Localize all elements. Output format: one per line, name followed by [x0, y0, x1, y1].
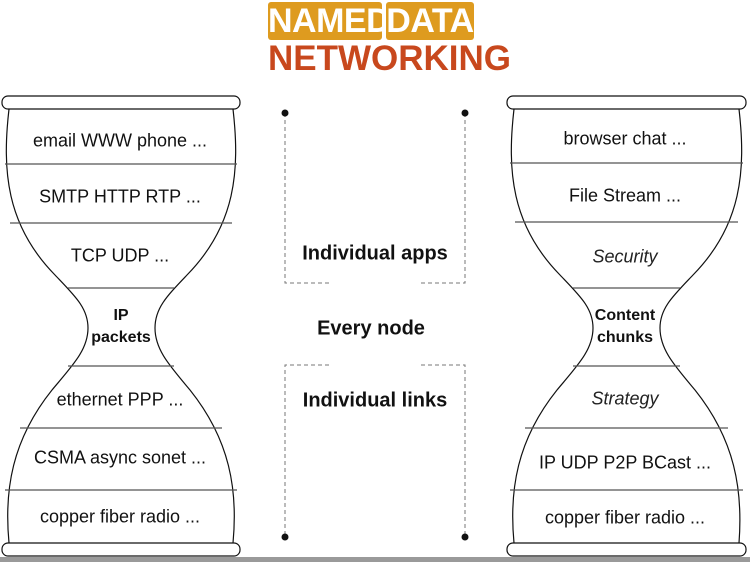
apps-bracket [284, 114, 466, 284]
right-waist-line1: Content [594, 307, 656, 324]
right-layer-app-protocols: File Stream ... [568, 185, 682, 206]
left-layer-waist: IP packets [91, 305, 151, 349]
left-waist-line2: packets [91, 329, 151, 346]
left-waist-line1: IP [113, 307, 129, 324]
links-bracket [284, 364, 466, 537]
right-layer-applications: browser chat ... [563, 128, 687, 149]
bracket-endpoints [281, 109, 469, 541]
logo-named: NAMED [268, 2, 391, 40]
individual-apps-label: Individual apps [302, 242, 448, 265]
left-layer-mac: CSMA async sonet ... [33, 447, 207, 468]
bottom-border [0, 557, 750, 562]
left-layer-link: ethernet PPP ... [56, 389, 184, 410]
right-hourglass-shape [506, 95, 747, 557]
right-layer-physical: copper fiber radio ... [544, 507, 706, 528]
individual-links-label: Individual links [302, 389, 448, 412]
left-hourglass-dividers [5, 163, 237, 491]
left-hourglass-shape [1, 95, 241, 557]
right-layer-security: Security [592, 246, 658, 267]
every-node-label: Every node [317, 317, 425, 340]
right-layer-strategy: Strategy [591, 388, 659, 409]
left-layer-transport: TCP UDP ... [70, 245, 170, 266]
left-layer-physical: copper fiber radio ... [39, 506, 201, 527]
right-layer-waist: Content chunks [595, 305, 655, 349]
right-layer-transport: IP UDP P2P BCast ... [538, 452, 712, 473]
logo-networking: NETWORKING [268, 39, 512, 78]
left-layer-app-protocols: SMTP HTTP RTP ... [39, 186, 201, 207]
right-waist-line2: chunks [596, 329, 653, 346]
left-layer-applications: email WWW phone ... [32, 130, 208, 151]
right-hourglass-dividers [510, 162, 743, 491]
logo-data: DATA [386, 2, 474, 40]
ndn-logo: NAMED DATA NETWORKING [268, 2, 512, 78]
